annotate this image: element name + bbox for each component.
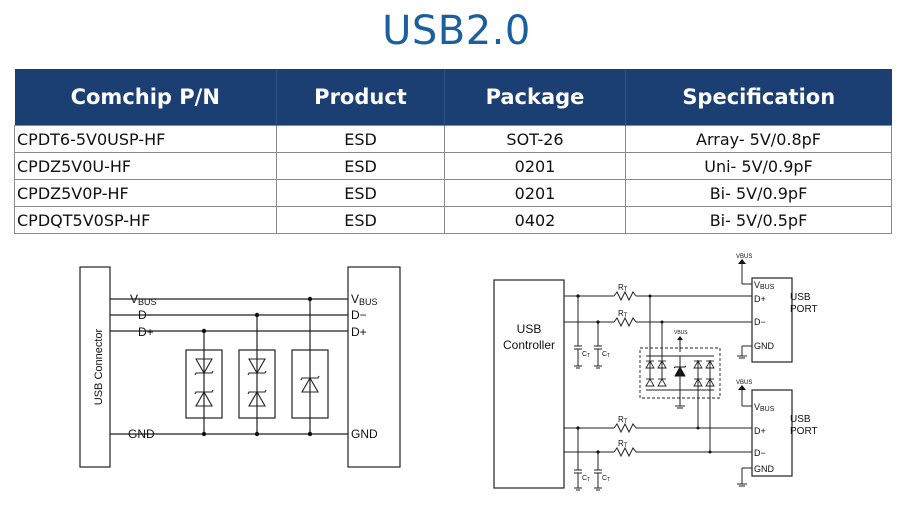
top-vbus-label: VBUS bbox=[754, 280, 775, 291]
header-part-number: Comchip P/N bbox=[14, 69, 277, 126]
cell-product: ESD bbox=[276, 125, 445, 153]
header-product: Product bbox=[276, 69, 445, 126]
left-gnd-label: GND bbox=[128, 427, 155, 441]
port-ground-symbols bbox=[737, 345, 752, 487]
cell-part-number: CPDT6-5V0USP-HF bbox=[14, 125, 277, 153]
cell-product: ESD bbox=[276, 179, 445, 207]
usb-controller-box bbox=[493, 279, 565, 489]
usb-connector-label: USB Connector bbox=[93, 328, 105, 405]
left-dminus-label: D− bbox=[138, 308, 154, 322]
bottom-vbus-label: VBUS bbox=[754, 402, 775, 413]
left-schematic: USB Connector VBUS D− D+ GND VBUS D− D+ … bbox=[79, 266, 401, 468]
bottom-gnd-label: GND bbox=[754, 464, 775, 474]
esd-device-1 bbox=[185, 328, 223, 437]
cell-package: 0201 bbox=[444, 179, 626, 207]
vbus-top-source: VBUS bbox=[736, 254, 752, 285]
controller-label-line2: Controller bbox=[503, 338, 555, 352]
top-dplus-label: D+ bbox=[754, 294, 766, 304]
rt-top-2: RT bbox=[618, 309, 628, 319]
right-gnd-label: GND bbox=[351, 427, 378, 441]
ct-top-caps bbox=[574, 294, 602, 369]
header-package: Package bbox=[444, 69, 626, 126]
ct-bottom-1: CT bbox=[582, 475, 590, 483]
vbus-bottom-source: VBUS bbox=[736, 380, 752, 407]
top-dminus-label: D− bbox=[754, 317, 766, 327]
ct-bottom-caps bbox=[574, 426, 602, 491]
cell-package: 0201 bbox=[444, 152, 626, 180]
header-specification: Specification bbox=[625, 69, 892, 126]
cell-part-number: CPDZ5V0U-HF bbox=[14, 152, 277, 180]
cell-product: ESD bbox=[276, 152, 445, 180]
page-title: USB2.0 bbox=[382, 8, 531, 54]
esd-device-3 bbox=[291, 296, 329, 437]
cell-part-number: CPDZ5V0P-HF bbox=[14, 179, 277, 207]
left-vbus-label: VBUS bbox=[130, 292, 157, 307]
bottom-dplus-label: D+ bbox=[754, 426, 766, 436]
rt-bottom-1: RT bbox=[618, 415, 628, 425]
cell-package: SOT-26 bbox=[444, 125, 626, 153]
rt-top-1: RT bbox=[618, 283, 628, 293]
esd-array: VBUS bbox=[639, 294, 721, 454]
device-box bbox=[347, 266, 401, 468]
controller-label-line1: USB bbox=[517, 322, 542, 336]
cell-specification: Array- 5V/0.8pF bbox=[625, 125, 892, 153]
right-vbus-label: VBUS bbox=[351, 292, 378, 307]
esd-device-2 bbox=[238, 312, 276, 437]
cell-package: 0402 bbox=[444, 206, 626, 234]
usb-connector-box bbox=[79, 266, 111, 468]
part-table: Comchip P/N Product Package Specificatio… bbox=[14, 69, 892, 234]
table-header-row: Comchip P/N Product Package Specificatio… bbox=[14, 69, 892, 126]
cell-specification: Bi- 5V/0.5pF bbox=[625, 206, 892, 234]
svg-text:VBUS: VBUS bbox=[736, 254, 752, 260]
bottom-signal-lines bbox=[564, 422, 752, 458]
svg-text:VBUS: VBUS bbox=[736, 380, 752, 386]
port-top-label-line1: USB bbox=[790, 292, 811, 303]
cell-specification: Bi- 5V/0.9pF bbox=[625, 179, 892, 207]
port-bottom-label-line1: USB bbox=[790, 414, 811, 425]
left-dplus-label: D+ bbox=[138, 325, 154, 339]
ct-bottom-2: CT bbox=[602, 475, 610, 483]
table-row: CPDZ5V0P-HF ESD 0201 Bi- 5V/0.9pF bbox=[14, 179, 892, 207]
rt-bottom-2: RT bbox=[618, 439, 628, 449]
port-top-label-line2: PORT bbox=[790, 304, 818, 315]
port-bottom-label-line2: PORT bbox=[790, 426, 818, 437]
table-row: CPDT6-5V0USP-HF ESD SOT-26 Array- 5V/0.8… bbox=[14, 125, 892, 153]
cell-product: ESD bbox=[276, 206, 445, 234]
cell-specification: Uni- 5V/0.9pF bbox=[625, 152, 892, 180]
usb-port-top-box bbox=[751, 277, 793, 363]
array-vbus-label: VBUS bbox=[674, 330, 688, 336]
top-gnd-label: GND bbox=[754, 341, 775, 351]
diode-icon bbox=[645, 378, 655, 387]
usb-port-bottom-box bbox=[751, 389, 793, 477]
bottom-dminus-label: D− bbox=[754, 448, 766, 458]
ct-top-2: CT bbox=[602, 351, 610, 359]
top-signal-lines bbox=[564, 290, 752, 328]
right-dplus-label: D+ bbox=[351, 325, 367, 339]
diode-icon bbox=[657, 378, 667, 387]
right-schematic: USB Controller USB PORT USB PORT VBUS D+… bbox=[493, 254, 818, 491]
right-dminus-label: D− bbox=[351, 308, 367, 322]
ct-top-1: CT bbox=[582, 351, 590, 359]
table-row: CPDZ5V0U-HF ESD 0201 Uni- 5V/0.9pF bbox=[14, 152, 892, 180]
table-row: CPDQT5V0SP-HF ESD 0402 Bi- 5V/0.5pF bbox=[14, 206, 892, 234]
cell-part-number: CPDQT5V0SP-HF bbox=[14, 206, 277, 234]
